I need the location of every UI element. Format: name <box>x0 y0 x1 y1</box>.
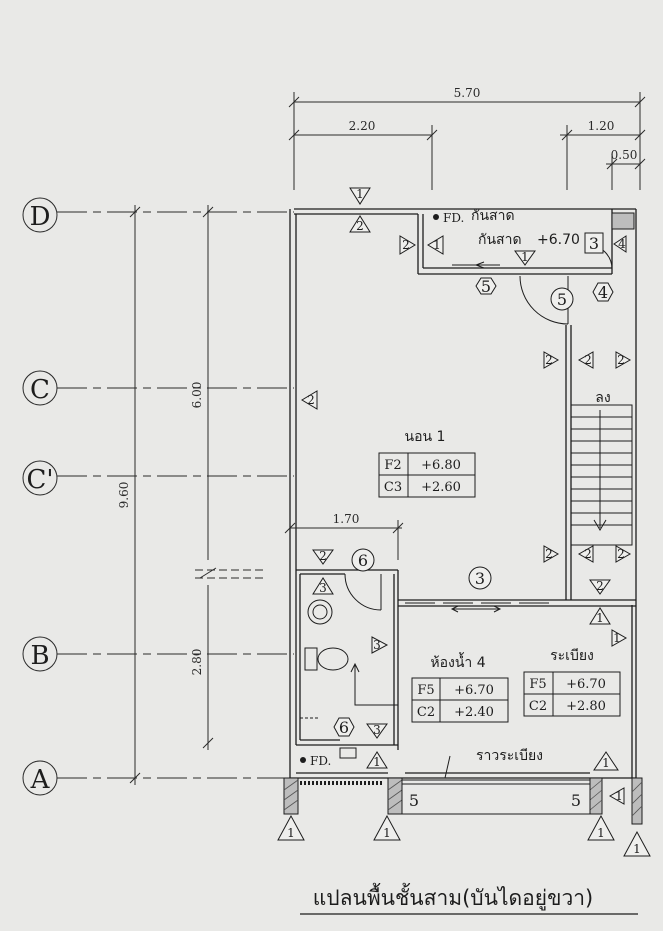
marker-bottom-1f: 1 <box>615 789 623 803</box>
marker-bottom-1b: 1 <box>383 826 391 840</box>
balcony-cell-0-0: F5 <box>529 677 546 692</box>
marker-stair-a: 2 <box>545 353 553 367</box>
marker-circle-5: 5 <box>557 290 567 309</box>
marker-bottom-1c: 1 <box>597 826 605 840</box>
marker-square-3: 3 <box>589 234 599 253</box>
grid-label-c: C <box>30 375 50 405</box>
bath-dimension <box>284 520 404 560</box>
marker-hex-6: 6 <box>339 718 349 737</box>
bath-fixtures <box>300 599 357 759</box>
canopy-label: กันสาด <box>471 208 515 224</box>
marker-bath-bottom-3: 3 <box>373 723 381 737</box>
marker-bath-3: 3 <box>319 581 327 595</box>
marker-stair-e: 2 <box>584 547 592 561</box>
marker-top-1: 1 <box>356 187 364 201</box>
marker-window-5-right: 5 <box>571 791 581 810</box>
bathroom-label: ห้องน้ำ 4 <box>430 652 485 671</box>
marker-stair-b: 2 <box>584 353 592 367</box>
marker-stair-d: 2 <box>545 547 553 561</box>
grid-axes <box>22 197 294 796</box>
bedroom-cell-0-1: +6.80 <box>421 458 461 473</box>
floor-drain-top <box>433 214 439 220</box>
railing-label: ราวระเบียง <box>476 748 543 764</box>
floor-drain-bottom-label: FD. <box>310 754 331 768</box>
marker-stair-f: 2 <box>617 547 625 561</box>
dim-total-depth: 9.60 <box>117 482 131 509</box>
balcony-cell-1-1: +2.80 <box>566 699 606 714</box>
bathroom-cell-1-1: +2.40 <box>454 705 494 720</box>
balcony-table <box>523 671 621 717</box>
dim-right-width: 1.20 <box>588 119 615 133</box>
dim-lower-depth: 2.80 <box>190 649 204 676</box>
triangle-markers <box>277 187 651 857</box>
marker-bath-side-3: 3 <box>373 638 381 652</box>
side-dimensions <box>129 205 265 785</box>
top-dimensions <box>288 92 646 190</box>
bedroom-label: นอน 1 <box>405 429 446 445</box>
marker-right-4: 4 <box>618 237 626 251</box>
bathroom-table <box>411 677 509 723</box>
marker-bottom-1e: 1 <box>602 756 610 770</box>
railing-right <box>401 779 591 815</box>
bathroom-cell-0-1: +6.70 <box>454 683 494 698</box>
marker-canopy-1: 1 <box>433 238 441 252</box>
marker-canopy-2: 2 <box>402 238 410 252</box>
staircase <box>570 404 633 546</box>
dim-overall-width: 5.70 <box>454 86 481 100</box>
openings <box>344 244 613 706</box>
marker-window-5-left: 5 <box>409 791 419 810</box>
bedroom-cell-1-1: +2.60 <box>421 480 461 495</box>
canopy-label-row: กันสาด <box>478 232 522 248</box>
floor-drain-top-label: FD. <box>443 211 464 225</box>
railing-leader <box>444 755 451 779</box>
grid-label-d: D <box>30 202 51 232</box>
floor-drain-bottom <box>300 757 306 763</box>
dim-left-width: 2.20 <box>349 119 376 133</box>
structural-columns <box>283 212 643 825</box>
balcony-cell-1-0: C2 <box>529 699 547 714</box>
marker-stair-c: 2 <box>617 353 625 367</box>
bathroom-cell-0-0: F5 <box>417 683 434 698</box>
marker-bath-bottom-1: 1 <box>373 755 381 769</box>
balcony-cell-0-1: +6.70 <box>566 677 606 692</box>
marker-circle-3: 3 <box>475 569 485 588</box>
balcony-label: ระเบียง <box>550 648 594 664</box>
bedroom-table <box>378 452 476 498</box>
marker-partition-2: 2 <box>596 579 604 593</box>
bedroom-cell-1-0: C3 <box>384 480 402 495</box>
grid-label-a: A <box>30 765 51 795</box>
dim-bath-width: 1.70 <box>333 512 360 526</box>
dim-right-small: 0.50 <box>611 148 638 162</box>
grid-label-b: B <box>30 641 49 671</box>
column-hatch <box>283 779 643 817</box>
bedroom-cell-0-0: F2 <box>384 458 401 473</box>
drawing-title: แปลนพื้นชั้นสาม(บันไดอยู่ขวา) <box>313 883 593 911</box>
marker-hex-5-left: 5 <box>481 277 491 296</box>
marker-hex-4: 4 <box>598 283 608 302</box>
grid-label-c-prime: C' <box>26 465 53 495</box>
marker-bath-2: 2 <box>319 549 327 563</box>
stair-down-label: ลง <box>595 390 610 406</box>
walls <box>289 208 637 779</box>
marker-balcony-1: 1 <box>613 631 621 645</box>
marker-top-2: 2 <box>356 219 364 233</box>
bathroom-cell-1-0: C2 <box>417 705 435 720</box>
shape-markers <box>333 232 614 737</box>
marker-canopy-bottom-1: 1 <box>521 250 529 264</box>
marker-partition-1: 1 <box>596 611 604 625</box>
canopy-level: +6.70 <box>537 232 580 248</box>
marker-bottom-1a: 1 <box>287 826 295 840</box>
marker-left-2: 2 <box>307 393 315 407</box>
marker-circle-6: 6 <box>358 551 368 570</box>
dim-upper-depth: 6.00 <box>190 382 204 409</box>
marker-bottom-1d: 1 <box>633 842 641 856</box>
